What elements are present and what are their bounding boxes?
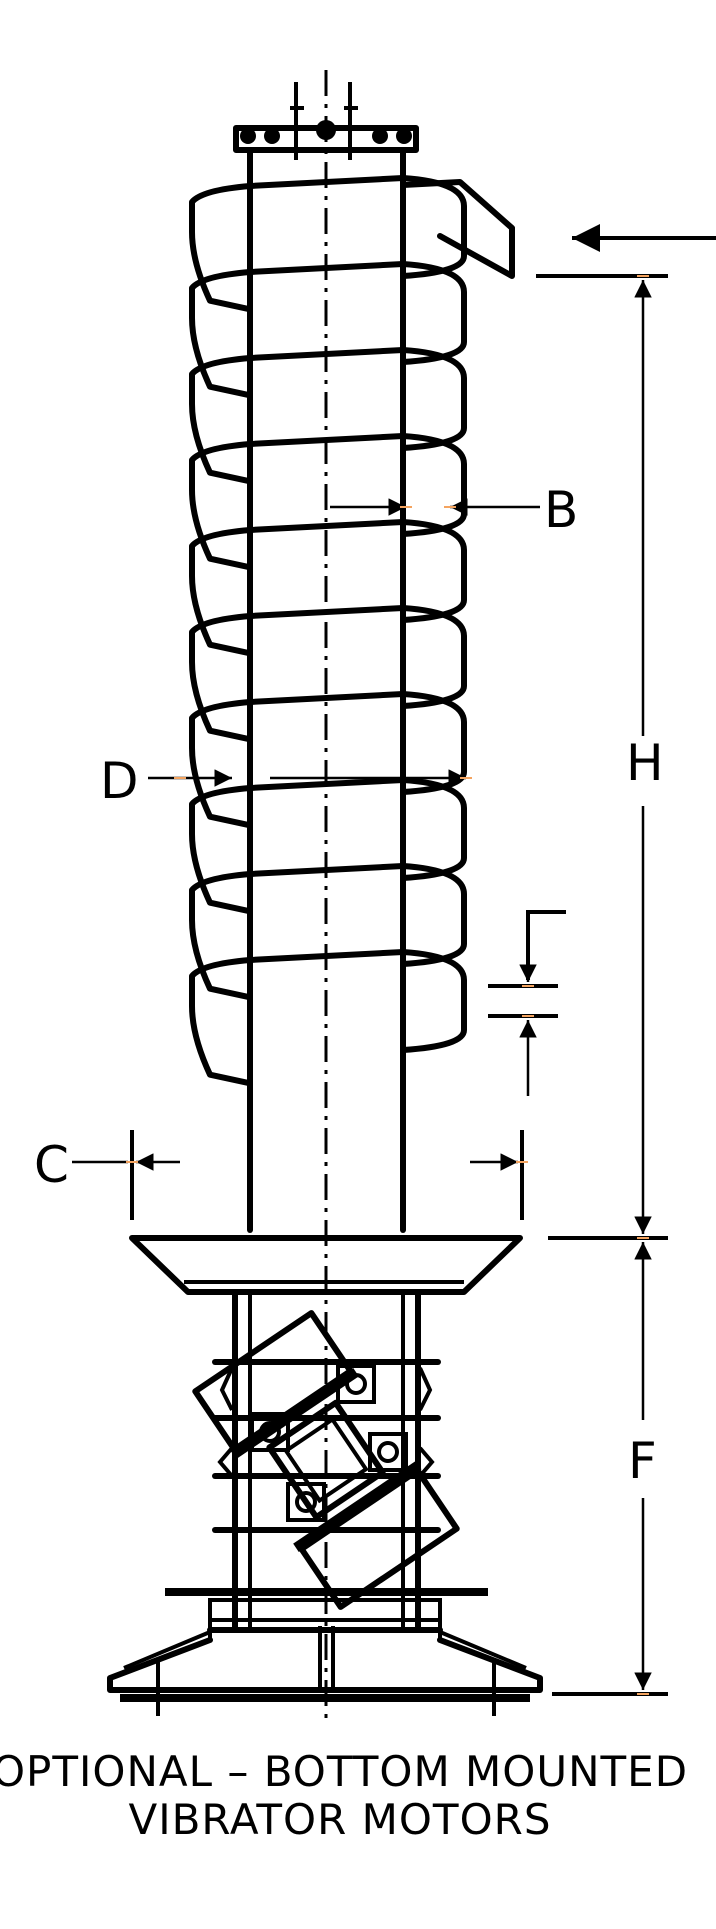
spiral-turn (189, 777, 467, 915)
spiral-turn (189, 863, 467, 1001)
motor-mount-bolts (250, 1364, 408, 1522)
caption-line-2: VIBRATOR MOTORS (129, 1795, 552, 1844)
spiral-turn (189, 949, 467, 1087)
spiral-turn (189, 519, 467, 657)
label-b: B (544, 481, 578, 539)
spiral-turn (189, 261, 467, 399)
spiral-turn (189, 433, 467, 571)
label-h: H (626, 734, 664, 792)
spiral-turn (189, 605, 467, 743)
spiral-turn (189, 347, 467, 485)
label-f: F (628, 1432, 657, 1490)
base-cone (129, 1235, 523, 1295)
caption-line-1: OPTIONAL – BOTTOM MOUNTED (0, 1747, 688, 1796)
base-feet (107, 1588, 543, 1716)
label-c: C (34, 1136, 69, 1194)
spiral-trough (189, 175, 467, 1087)
spiral-turn (189, 691, 467, 829)
dimension-accent-ticks (126, 275, 649, 1695)
spiral-turn (189, 175, 467, 313)
label-d: D (100, 752, 139, 810)
